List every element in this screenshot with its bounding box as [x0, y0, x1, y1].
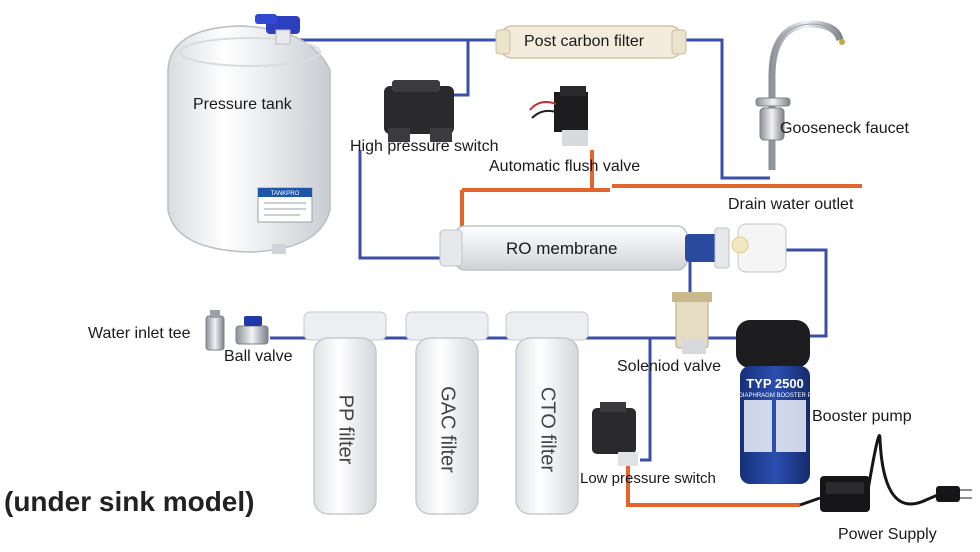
pressure-tank: TANKPRO	[167, 14, 331, 254]
pump-brand: TYP 2500	[746, 376, 804, 391]
low-pressure-switch	[592, 402, 638, 466]
label-ball-valve: Ball valve	[224, 348, 293, 365]
gac-filter-housing	[405, 311, 489, 515]
model-label: (under sink model)	[4, 486, 255, 517]
pp-filter-housing	[303, 311, 387, 515]
label-power-supply: Power Supply	[838, 526, 937, 543]
label-gac-filter: GAC filter	[436, 386, 459, 473]
label-automatic-flush-valve: Automatic flush valve	[489, 158, 641, 175]
solenoid-valve	[672, 292, 712, 354]
post-carbon-filter	[495, 25, 687, 59]
label-pressure-tank: Pressure tank	[193, 96, 292, 113]
cto-filter-housing	[505, 311, 589, 515]
label-water-inlet-tee: Water inlet tee	[88, 325, 191, 342]
pump-subtitle: DIAPHRAGM BOOSTER P	[738, 393, 811, 399]
label-cto-filter: CTO filter	[536, 386, 559, 473]
label-low-pressure-switch: Low pressure switch	[580, 470, 716, 487]
label-booster-pump: Booster pump	[812, 408, 912, 425]
orange-tubing	[460, 150, 862, 507]
water-inlet-tee	[205, 310, 225, 351]
label-pp-filter: PP filter	[334, 394, 357, 465]
booster-pump: TYP 2500 DIAPHRAGM BOOSTER P	[736, 320, 812, 484]
label-high-pressure-switch: High pressure switch	[350, 138, 499, 155]
ball-valve	[235, 316, 269, 345]
high-pressure-switch	[384, 80, 454, 142]
label-post-carbon-filter: Post carbon filter	[524, 33, 645, 50]
power-supply	[799, 434, 972, 512]
label-drain-water-outlet: Drain water outlet	[728, 196, 854, 213]
label-ro-membrane: RO membrane	[506, 239, 618, 258]
label-gooseneck-faucet: Gooseneck faucet	[780, 120, 909, 137]
label-solenoid-valve: Soleniod valve	[617, 358, 722, 375]
gooseneck-faucet	[755, 20, 845, 170]
automatic-flush-valve	[529, 86, 588, 146]
ro-membrane	[439, 223, 787, 273]
tank-badge-text: TANKPRO	[271, 191, 300, 197]
